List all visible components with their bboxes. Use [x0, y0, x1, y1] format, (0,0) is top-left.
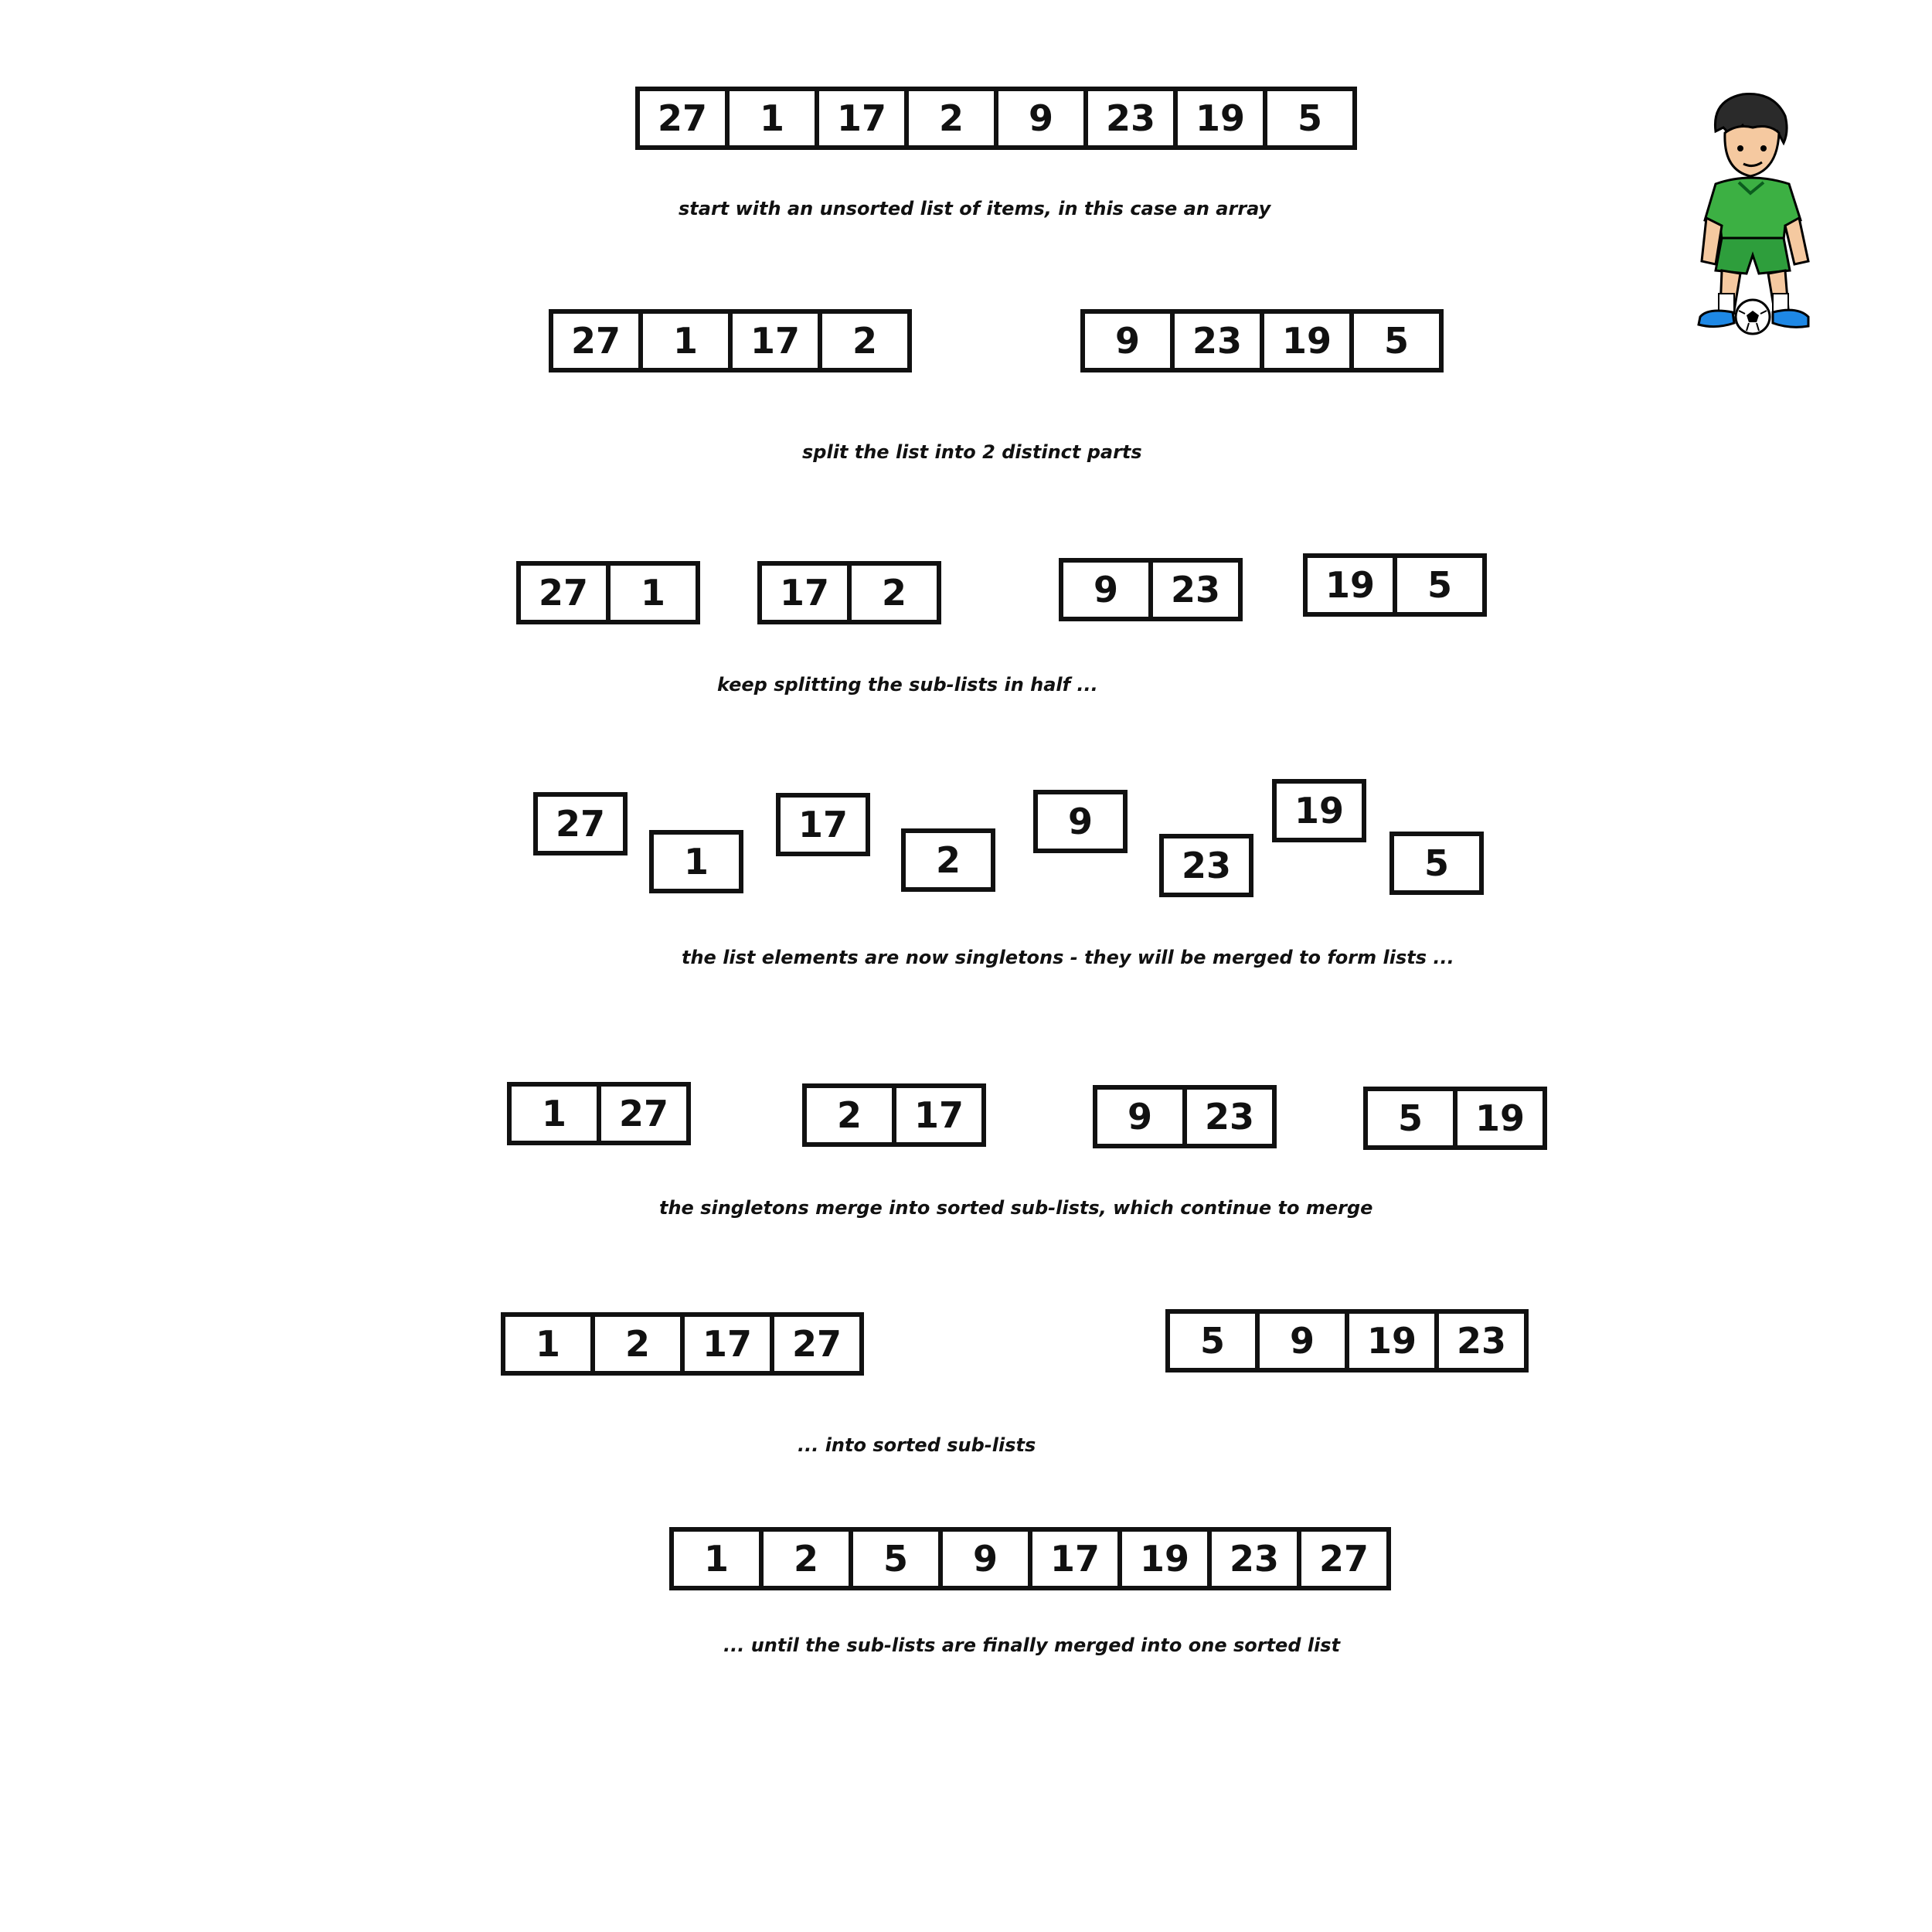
- array-cell: 23: [1182, 1090, 1272, 1144]
- array-cell: 5: [849, 1532, 938, 1586]
- array-cell: 23: [1083, 91, 1173, 145]
- array-cell: 27: [657, 97, 707, 139]
- array-cell: 5: [1349, 314, 1439, 368]
- array-cell: 23: [1181, 845, 1231, 886]
- array-cell: 19: [1325, 564, 1375, 606]
- quarter-array-1: 27 1: [516, 561, 700, 624]
- singleton-array-1: 27: [533, 792, 628, 855]
- array-cell: 2: [836, 1094, 862, 1136]
- array-cell: 1: [703, 1538, 729, 1580]
- singleton-array-7: 19: [1272, 779, 1366, 842]
- array-cell: 9: [938, 1532, 1028, 1586]
- array-cell: 17: [680, 1317, 770, 1371]
- array-cell: 2: [590, 1317, 680, 1371]
- array-cell: 19: [1117, 1532, 1207, 1586]
- array-cell: 19: [1173, 91, 1263, 145]
- array-cell: 19: [1294, 790, 1344, 832]
- array-cell: 5: [1263, 91, 1352, 145]
- array-cell: 17: [798, 804, 848, 845]
- array-cell: 17: [779, 572, 829, 614]
- caption-split-halves: split the list into 2 distinct parts: [802, 441, 1142, 463]
- pair-array-4: 5 19: [1363, 1087, 1547, 1150]
- array-cell: 2: [904, 91, 994, 145]
- array-cell: 9: [994, 91, 1083, 145]
- array-cell: 9: [1114, 320, 1140, 362]
- caption-final: ... until the sub-lists are finally merg…: [723, 1634, 1341, 1656]
- caption-merged-pairs: the singletons merge into sorted sub-lis…: [659, 1197, 1373, 1219]
- singleton-array-5: 9: [1033, 790, 1128, 853]
- array-cell: 17: [815, 91, 904, 145]
- array-cell: 19: [1453, 1091, 1543, 1145]
- singleton-array-2: 1: [649, 830, 743, 893]
- array-cell: 23: [1207, 1532, 1297, 1586]
- quarter-array-4: 19 5: [1303, 553, 1487, 617]
- array-cell: 1: [638, 314, 728, 368]
- array-cell: 23: [1148, 563, 1238, 617]
- singleton-array-8: 5: [1389, 832, 1484, 895]
- array-cell: 23: [1170, 314, 1260, 368]
- caption-merged-halves: ... into sorted sub-lists: [798, 1434, 1036, 1456]
- array-cell: 5: [1397, 1097, 1423, 1139]
- array-cell: 1: [725, 91, 815, 145]
- singleton-array-4: 2: [901, 828, 995, 892]
- array-cell: 19: [1260, 314, 1349, 368]
- array-cell: 2: [818, 314, 907, 368]
- array-cell: 27: [597, 1087, 686, 1141]
- array-cell: 9: [1127, 1096, 1152, 1138]
- array-cell: 5: [1393, 558, 1482, 612]
- array-cell: 17: [1028, 1532, 1117, 1586]
- array-cell: 17: [892, 1088, 981, 1142]
- array-cell: 5: [1423, 842, 1449, 884]
- array-cell: 27: [770, 1317, 859, 1371]
- array-cell: 27: [1297, 1532, 1386, 1586]
- array-cell: 9: [1067, 801, 1093, 842]
- singleton-array-3: 17: [776, 793, 870, 856]
- array-cell: 9: [1255, 1314, 1345, 1368]
- quarter-array-3: 9 23: [1059, 558, 1243, 621]
- array-cell: 1: [606, 566, 696, 620]
- array-cell: 2: [847, 566, 937, 620]
- array-cell: 1: [541, 1093, 566, 1134]
- array-cell: 9: [1093, 569, 1118, 611]
- array-cell: 27: [538, 572, 588, 614]
- caption-singletons: the list elements are now singletons - t…: [682, 947, 1454, 968]
- array-cell: 27: [555, 803, 605, 845]
- pair-array-3: 9 23: [1093, 1085, 1277, 1148]
- array-cell: 23: [1434, 1314, 1524, 1368]
- quarter-array-2: 17 2: [757, 561, 941, 624]
- array-cell: 2: [759, 1532, 849, 1586]
- pair-array-1: 1 27: [507, 1082, 691, 1145]
- array-cell: 19: [1345, 1314, 1434, 1368]
- array-cell: 27: [570, 320, 621, 362]
- singleton-array-6: 23: [1159, 834, 1253, 897]
- array-cell: 1: [683, 841, 709, 883]
- soccer-player-icon: [1697, 93, 1810, 335]
- array-cell: 17: [728, 314, 818, 368]
- pair-array-2: 2 17: [802, 1083, 986, 1147]
- array-cell: 5: [1199, 1320, 1225, 1362]
- caption-split-quarters: keep splitting the sub-lists in half ...: [717, 674, 1098, 696]
- caption-initial: start with an unsorted list of items, in…: [679, 198, 1271, 219]
- array-cell: 2: [935, 839, 961, 881]
- array-cell: 1: [535, 1323, 560, 1365]
